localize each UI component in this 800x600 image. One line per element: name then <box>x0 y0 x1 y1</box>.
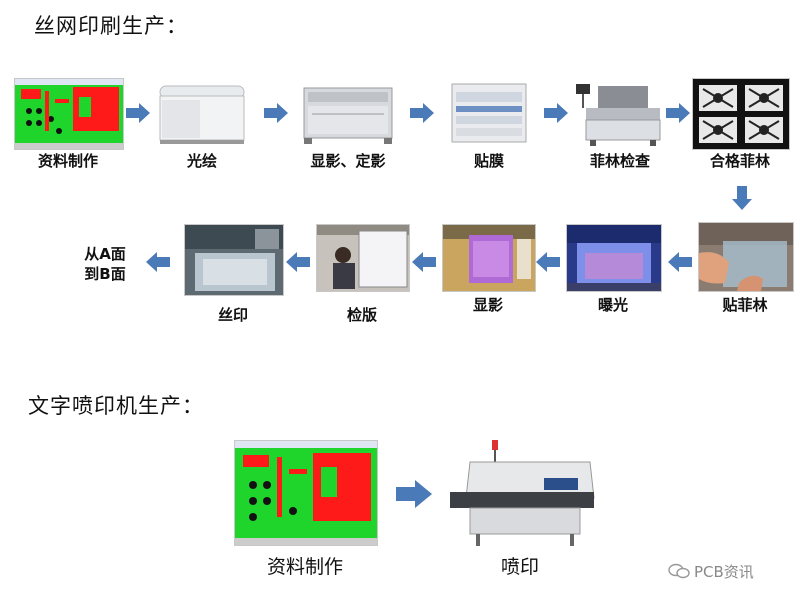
step-label: 贴膜 <box>473 152 504 170</box>
arrow-left-icon <box>536 252 560 272</box>
image-photoplotter <box>152 78 252 148</box>
image-exposure <box>566 224 662 292</box>
side-note-line2: 到B面 <box>84 265 126 283</box>
image-developing <box>442 224 536 292</box>
watermark: PCB资讯 <box>668 561 754 583</box>
arrow-down-icon <box>732 186 752 210</box>
arrow-left-icon <box>286 252 310 272</box>
image-developer-machine <box>298 78 398 148</box>
step-label: 合格菲林 <box>709 152 770 170</box>
image-film-inspection-machine <box>570 78 670 148</box>
image-data-preparation-large <box>234 440 378 546</box>
image-plate-inspection <box>316 224 410 292</box>
arrow-right-icon <box>264 103 288 123</box>
arrow-right-icon <box>410 103 434 123</box>
arrow-right-icon <box>126 103 150 123</box>
step-label: 贴菲林 <box>722 296 768 314</box>
arrow-right-icon <box>396 480 432 508</box>
section-title-screen-printing: 丝网印刷生产： <box>34 14 188 38</box>
image-qualified-film <box>692 78 790 150</box>
image-inkjet-printer <box>440 438 600 550</box>
arrow-right-icon <box>666 103 690 123</box>
wechat-icon <box>668 563 690 583</box>
image-screen-printing <box>184 224 284 296</box>
arrow-left-icon <box>668 252 692 272</box>
side-note-line1: 从A面 <box>84 245 126 263</box>
step-label: 资料制作 <box>37 152 98 170</box>
side-note: 从A面 到B面 <box>70 244 140 284</box>
step-label: 资料制作 <box>266 556 343 578</box>
arrow-left-icon <box>412 252 436 272</box>
step-label: 显影 <box>472 296 503 314</box>
image-laminator <box>446 78 532 148</box>
step-label: 显影、定影 <box>310 152 386 170</box>
step-label: 喷印 <box>500 556 539 578</box>
step-label: 检版 <box>346 306 377 324</box>
step-label: 曝光 <box>597 296 628 314</box>
image-data-preparation <box>14 78 124 150</box>
step-label: 菲林检查 <box>589 152 650 170</box>
step-label: 丝印 <box>217 306 248 324</box>
arrow-left-icon <box>146 252 170 272</box>
arrow-right-icon <box>544 103 568 123</box>
step-label: 光绘 <box>186 152 217 170</box>
image-film-attaching <box>698 222 794 292</box>
watermark-text: PCB资讯 <box>694 563 754 581</box>
section-title-inkjet: 文字喷印机生产： <box>28 394 204 418</box>
